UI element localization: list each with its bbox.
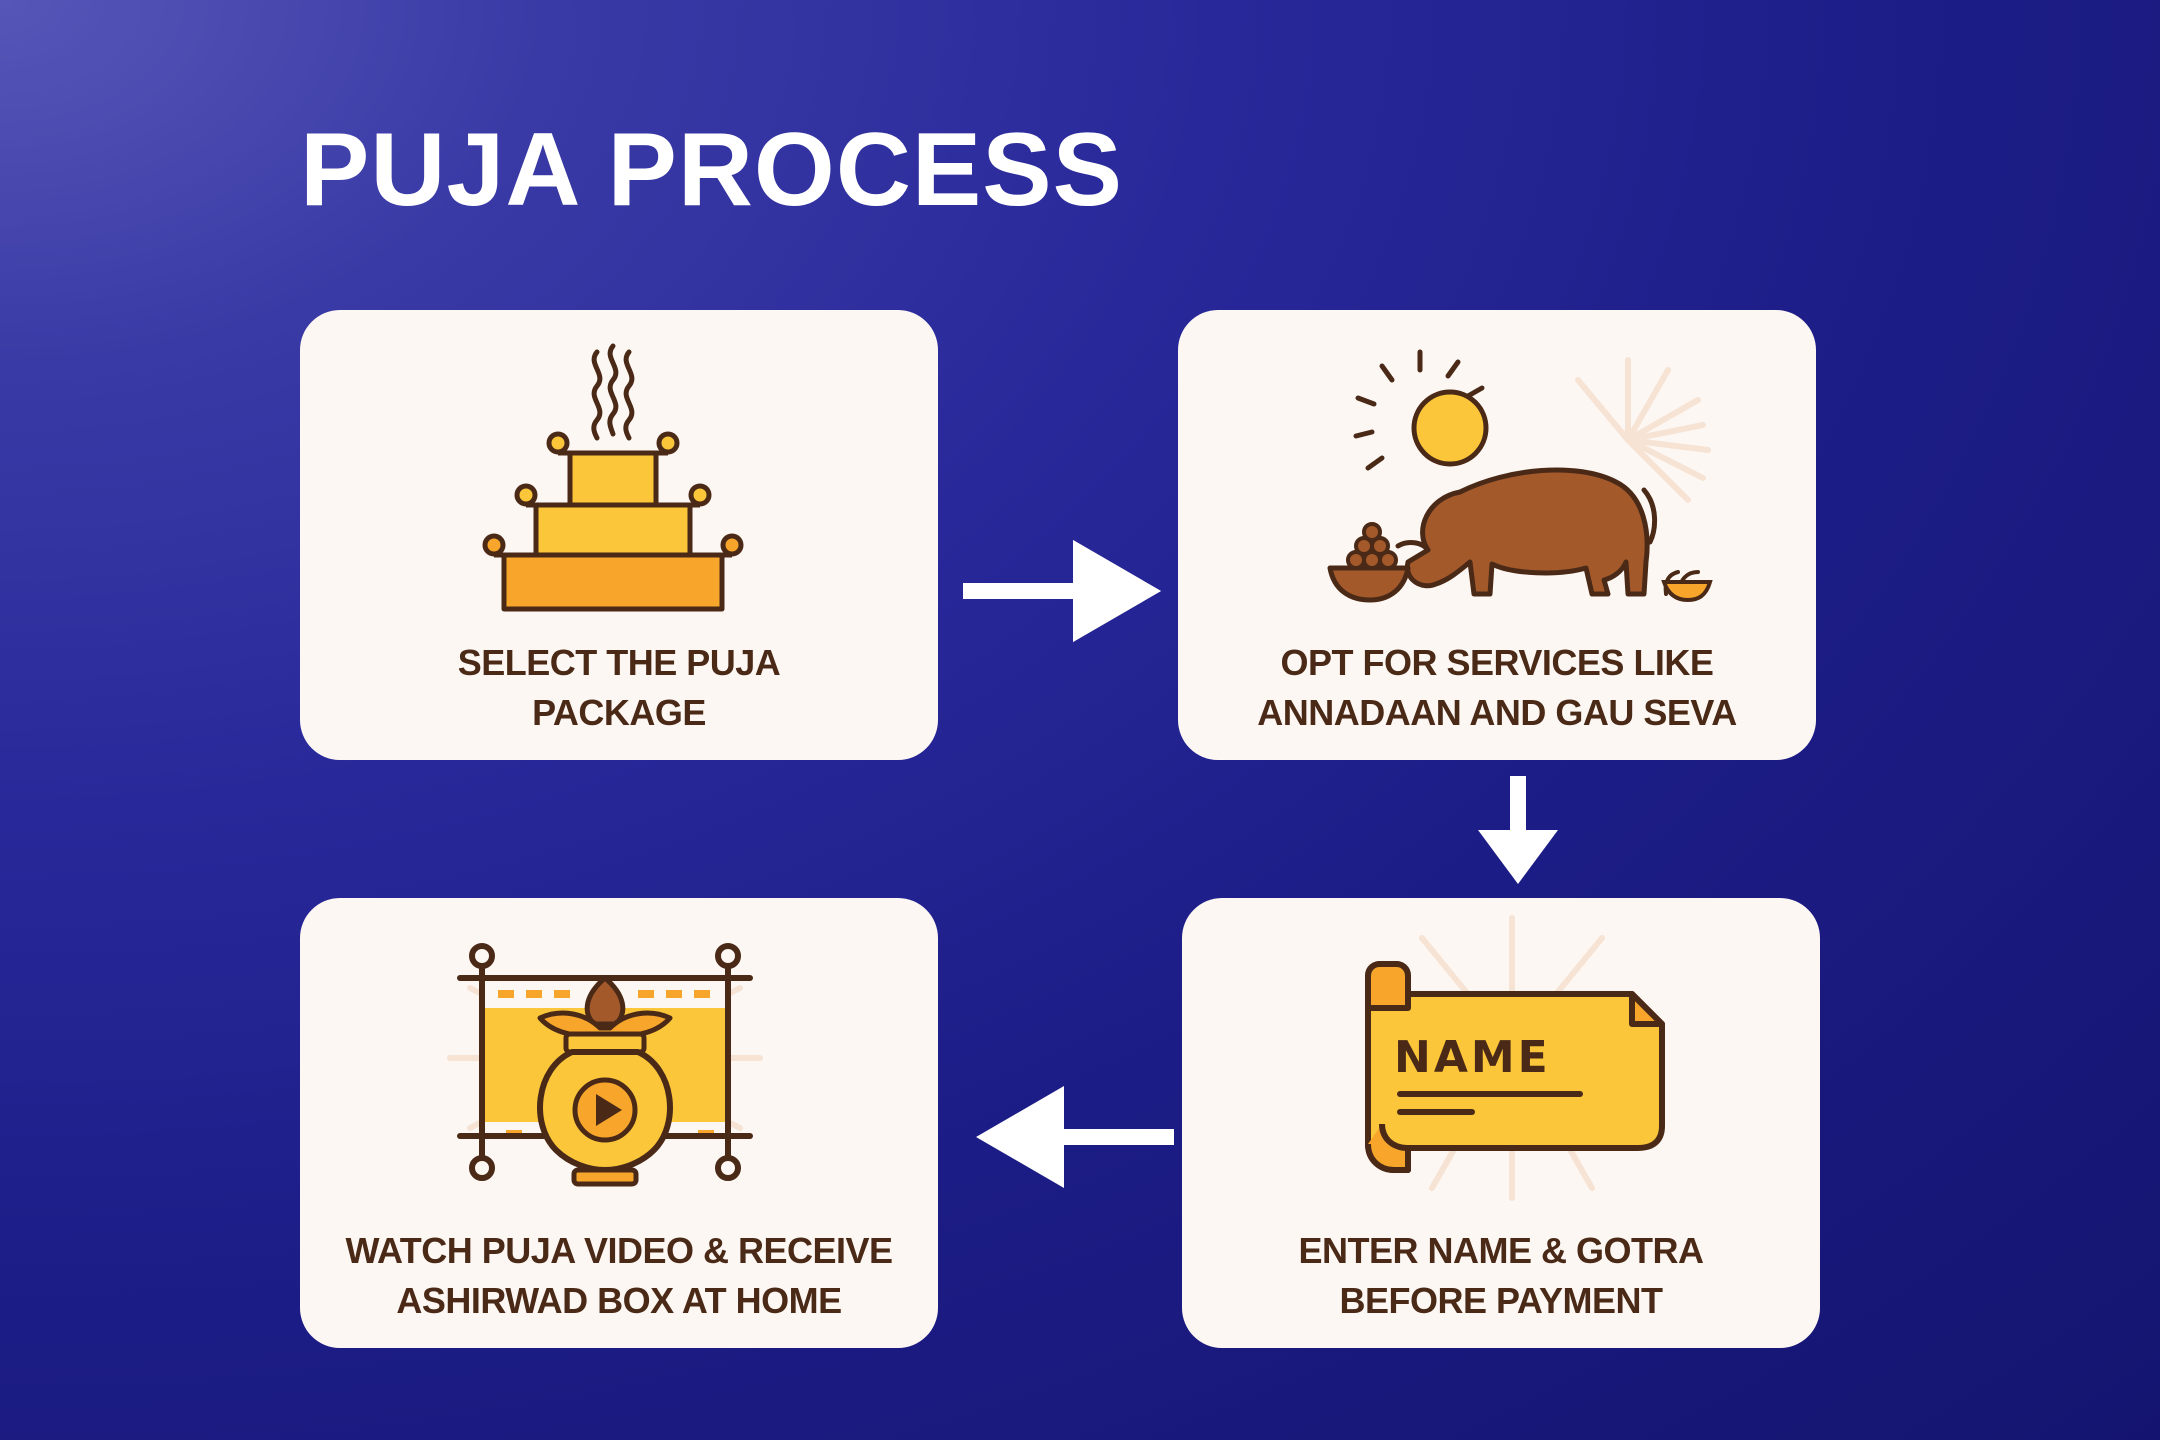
cow-sun-icon xyxy=(1327,349,1713,603)
page-title: PUJA PROCESS xyxy=(300,112,1124,228)
step-card-enter-name: NAME ENTER NAME & GOTRA BEFORE PAYMENT xyxy=(1182,898,1820,1348)
step-label-line-1: OPT FOR SERVICES LIKE xyxy=(1280,642,1714,683)
step-label-line-1: ENTER NAME & GOTRA xyxy=(1298,1230,1705,1271)
step-label: OPT FOR SERVICES LIKE ANNADAAN AND GAU S… xyxy=(1208,638,1786,738)
arrow-down-icon xyxy=(1478,776,1558,884)
step-label-line-1: SELECT THE PUJA xyxy=(457,642,781,683)
kalash-video-icon xyxy=(447,943,763,1187)
step-label-line-1: WATCH PUJA VIDEO & RECEIVE xyxy=(345,1230,893,1271)
step-card-watch-video: WATCH PUJA VIDEO & RECEIVE ASHIRWAD BOX … xyxy=(300,898,938,1348)
step-label-line-2: ANNADAAN AND GAU SEVA xyxy=(1257,692,1737,733)
arrow-right-icon xyxy=(963,540,1161,642)
step-label: WATCH PUJA VIDEO & RECEIVE ASHIRWAD BOX … xyxy=(330,1226,908,1326)
step-label-line-2: PACKAGE xyxy=(532,692,706,733)
step-card-services: OPT FOR SERVICES LIKE ANNADAAN AND GAU S… xyxy=(1178,310,1816,760)
arrow-left-icon xyxy=(976,1086,1174,1188)
step-label-line-2: BEFORE PAYMENT xyxy=(1339,1280,1663,1321)
step-label-line-2: ASHIRWAD BOX AT HOME xyxy=(396,1280,842,1321)
step-label: ENTER NAME & GOTRA BEFORE PAYMENT xyxy=(1212,1226,1790,1326)
name-scroll-text: NAME xyxy=(1394,1032,1551,1083)
step-card-select-package: SELECT THE PUJA PACKAGE xyxy=(300,310,938,760)
step-label: SELECT THE PUJA PACKAGE xyxy=(330,638,908,738)
name-scroll-icon: NAME xyxy=(1365,915,1665,1201)
altar-icon xyxy=(482,343,744,612)
